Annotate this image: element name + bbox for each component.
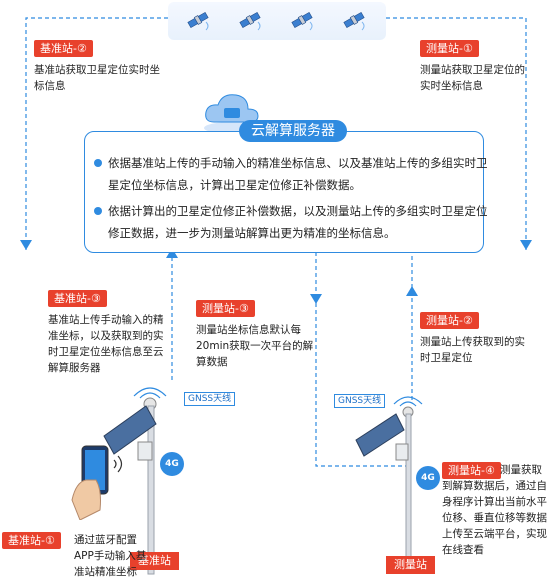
satellite-strip [168, 2, 386, 40]
signal-4g-icon: 4G [160, 452, 184, 476]
step-tag-base2: 基准站-② [34, 40, 93, 57]
gnss-antenna-label-meas: GNSS天线 [334, 394, 386, 408]
step-text-meas4: 测量获取到解算数据后，通过自身程序计算出当前水平位移、垂直位移等数据上传至云端平… [442, 464, 547, 556]
step-tag-meas1: 测量站-① [420, 40, 479, 57]
arrow-up-icon [406, 286, 418, 296]
base-station-figure [100, 376, 210, 576]
step-tag-meas2: 测量站-② [420, 312, 479, 329]
flow-line-base-sat [25, 17, 168, 240]
satellite-icon [187, 11, 365, 31]
cloud-title: 云解算服务器 [239, 120, 347, 142]
step-tag-base1: 基准站-① [2, 532, 61, 549]
base-station-label: 基准站 [130, 552, 179, 570]
flow-line-meas-sat [386, 17, 527, 240]
step-text-meas2: 测量站上传获取到的实时卫星定位 [420, 336, 525, 364]
antenna-icon [133, 387, 167, 399]
cloud-bullet-2: 依据计算出的卫星定位修正补偿数据，以及测量站上传的多组实时卫星定位修正数据，进一… [90, 200, 492, 244]
step-tag-base3: 基准站-③ [48, 290, 107, 307]
bullet-dot-icon [94, 159, 102, 167]
arrow-down-icon [20, 240, 32, 250]
step-text-base3: 基准站上传手动输入的精准坐标，以及获取到的实时卫星定位坐标信息至云解算服务器 [48, 314, 164, 374]
cloud-bullet-1: 依据基准站上传的手动输入的精准坐标信息、以及基准站上传的多组实时卫星定位坐标信息… [90, 152, 492, 196]
step-text-meas1: 测量站获取卫星定位的实时坐标信息 [420, 64, 525, 92]
flow-line-meas4 [315, 296, 412, 467]
step-text-meas3: 测量站坐标信息默认每20min获取一次平台的解算数据 [196, 324, 314, 368]
arrow-down-icon [520, 240, 532, 250]
signal-4g-icon: 4G [416, 466, 440, 490]
arrow-up-icon [166, 248, 178, 258]
step-text-base2: 基准站获取卫星定位实时坐标信息 [34, 64, 160, 92]
phone-icon [66, 440, 130, 521]
arrow-down-icon [310, 294, 322, 304]
gnss-antenna-label-base: GNSS天线 [184, 392, 236, 406]
measurement-station-figure [350, 390, 440, 561]
step-tag-meas3: 测量站-③ [196, 300, 255, 317]
step-tag-meas4: 测量站-④ [442, 462, 501, 479]
step-text-base1: 通过蓝牙配置APP手动输入基准站精准坐标 [74, 534, 147, 578]
bullet-dot-icon [94, 207, 102, 215]
solar-panel-icon [103, 405, 157, 455]
cloud-server-panel [84, 131, 484, 253]
measurement-station-label: 测量站 [386, 556, 435, 574]
